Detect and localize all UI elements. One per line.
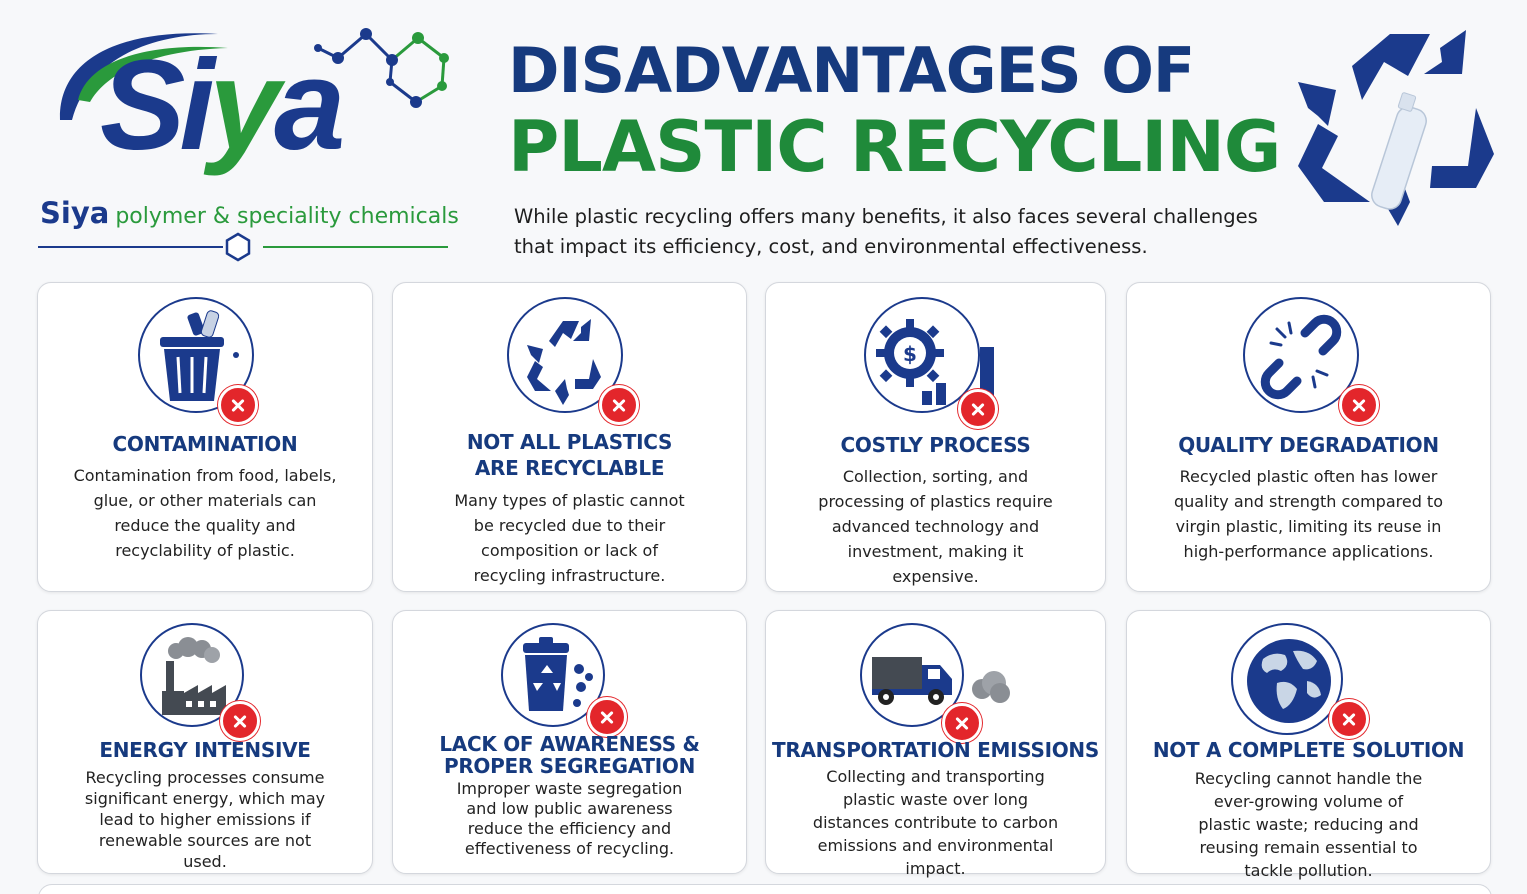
broken-chain-icon xyxy=(1243,297,1379,425)
card-contamination: CONTAMINATION Contamination from food, l… xyxy=(37,282,373,592)
card-title: CONTAMINATION xyxy=(112,432,298,456)
card-lack-of-awareness: LACK OF AWARENESS & PROPER SEGREGATION I… xyxy=(392,610,747,874)
intro-text: While plastic recycling offers many bene… xyxy=(514,205,1258,258)
card-transportation-emissions: TRANSPORTATION EMISSIONS Collecting and … xyxy=(765,610,1106,878)
x-badge-icon xyxy=(1329,699,1369,739)
factory-icon xyxy=(140,623,260,741)
recycle-icon xyxy=(507,297,639,425)
card-energy-intensive: ENERGY INTENSIVE Recycling processes con… xyxy=(37,610,373,874)
card-quality-degradation: QUALITY DEGRADATION Recycled plastic oft… xyxy=(1126,282,1491,592)
x-badge-icon xyxy=(587,697,627,737)
hexagon-icon xyxy=(225,232,251,262)
card-description: Collection, sorting, and processing of p… xyxy=(818,467,1053,586)
molecule-icon xyxy=(314,28,449,108)
card-description: Many types of plastic cannot be recycled… xyxy=(454,491,685,585)
card-title: TRANSPORTATION EMISSIONS xyxy=(772,738,1099,762)
card-costly-process: $ COSTLY PROCESS Collection, sorting, an… xyxy=(765,282,1106,592)
x-badge-icon xyxy=(1339,385,1379,425)
logo-wordmark: Siya xyxy=(100,34,345,177)
x-badge-icon xyxy=(942,703,982,743)
truck-icon xyxy=(860,623,1010,743)
recycle-bin-icon xyxy=(501,623,627,741)
x-badge-icon xyxy=(218,385,258,425)
x-badge-icon xyxy=(599,385,639,425)
globe-icon xyxy=(1231,623,1369,741)
card-not-all-plastics: NOT ALL PLASTICS ARE RECYCLABLE Many typ… xyxy=(392,282,747,592)
card-description: Recycled plastic often has lower quality… xyxy=(1174,467,1443,561)
card-description: Collecting and transporting plastic wast… xyxy=(812,767,1059,878)
gear-dollar-icon: $ xyxy=(864,297,998,429)
x-badge-icon xyxy=(958,389,998,429)
card-title: NOT ALL PLASTICS ARE RECYCLABLE xyxy=(466,430,673,480)
trash-bin-icon xyxy=(138,297,258,425)
recycle-bottle-icon xyxy=(1298,30,1494,226)
card-title: NOT A COMPLETE SOLUTION xyxy=(1152,738,1465,762)
card-title: ENERGY INTENSIVE xyxy=(99,738,311,762)
card-description: Contamination from food, labels, glue, o… xyxy=(73,466,337,560)
card-description: Recycling processes consume significant … xyxy=(84,768,326,871)
card-description: Recycling cannot handle the ever-growing… xyxy=(1194,769,1423,880)
card-title: COSTLY PROCESS xyxy=(840,433,1031,457)
page-title-line1: DISADVANTAGES OF xyxy=(508,34,1195,107)
card-not-a-complete-solution: NOT A COMPLETE SOLUTION Recycling cannot… xyxy=(1126,610,1491,880)
card-title: LACK OF AWARENESS & PROPER SEGREGATION xyxy=(439,732,700,778)
bottom-card-partial xyxy=(38,884,1492,894)
logo-swoosh-icon xyxy=(59,33,228,120)
page-title-line2: PLASTIC RECYCLING xyxy=(508,106,1281,188)
x-badge-icon xyxy=(220,701,260,741)
logo-divider xyxy=(38,246,448,248)
svg-text:$: $ xyxy=(903,342,917,366)
card-description: Improper waste segregation and low publi… xyxy=(456,779,683,858)
card-title: QUALITY DEGRADATION xyxy=(1178,433,1439,457)
